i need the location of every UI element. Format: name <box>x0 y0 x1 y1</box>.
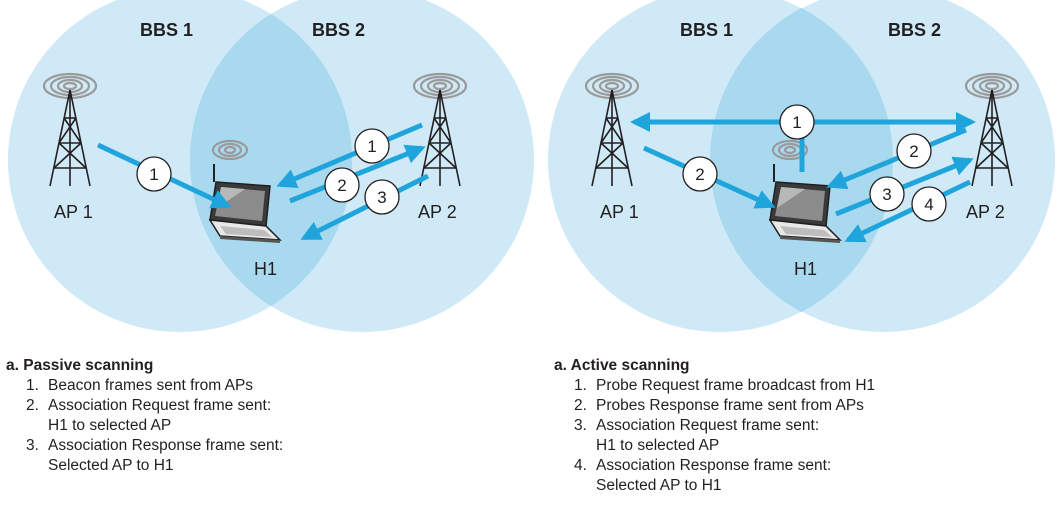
list-item: 4.Association Response frame sent:Select… <box>574 457 832 494</box>
active-scanning-diagram: BBS 1 BBS 2 AP 1 AP 2 H1 1 2 2 3 <box>548 0 1055 332</box>
svg-text:3: 3 <box>377 188 386 207</box>
step-badge: 3 <box>869 176 905 212</box>
step-badge: 1 <box>354 128 390 164</box>
passive-steps-list: 1.Beacon frames sent from APs 2.Associat… <box>6 376 283 476</box>
list-item: 2.Probes Response frame sent from APs <box>574 397 864 414</box>
active-caption: a. Active scanning 1.Probe Request frame… <box>554 356 875 496</box>
svg-text:2: 2 <box>909 142 918 161</box>
step-badge: 3 <box>364 179 400 215</box>
step-badge: 4 <box>911 186 947 222</box>
ap1-label: AP 1 <box>600 202 639 222</box>
active-steps-list: 1.Probe Request frame broadcast from H1 … <box>554 376 875 496</box>
step-badge: 2 <box>682 156 718 192</box>
passive-scanning-diagram: BBS 1 BBS 2 AP 1 AP 2 H1 1 1 2 3 <box>8 0 534 332</box>
list-item: 3.Association Request frame sent:H1 to s… <box>574 417 820 454</box>
h1-label: H1 <box>794 259 817 279</box>
ap2-label: AP 2 <box>418 202 457 222</box>
active-caption-title: a. Active scanning <box>554 357 690 374</box>
bss1-label: BBS 1 <box>140 20 193 40</box>
svg-text:2: 2 <box>337 176 346 195</box>
ap2-label: AP 2 <box>966 202 1005 222</box>
passive-caption-title: a. Passive scanning <box>6 357 154 374</box>
step-badge: 1 <box>779 104 815 140</box>
svg-text:4: 4 <box>924 195 933 214</box>
passive-caption: a. Passive scanning 1.Beacon frames sent… <box>6 356 283 476</box>
step-badge: 2 <box>324 167 360 203</box>
svg-text:2: 2 <box>695 165 704 184</box>
bss2-label: BBS 2 <box>888 20 941 40</box>
svg-text:1: 1 <box>367 137 376 156</box>
svg-text:1: 1 <box>792 113 801 132</box>
list-item: 2.Association Request frame sent:H1 to s… <box>26 397 272 434</box>
assoc-response-arrow <box>844 179 972 243</box>
bss1-label: BBS 1 <box>680 20 733 40</box>
beacon-arrow-ap2 <box>276 122 423 188</box>
bss2-label: BBS 2 <box>312 20 365 40</box>
list-item: 1.Beacon frames sent from APs <box>26 377 254 394</box>
svg-text:3: 3 <box>882 185 891 204</box>
h1-label: H1 <box>254 259 277 279</box>
ap1-label: AP 1 <box>54 202 93 222</box>
list-item: 3.Association Response frame sent:Select… <box>26 437 284 474</box>
list-item: 1.Probe Request frame broadcast from H1 <box>574 377 876 394</box>
svg-text:1: 1 <box>149 165 158 184</box>
step-badge: 2 <box>896 133 932 169</box>
assoc-response-arrow <box>300 173 430 241</box>
step-badge: 1 <box>136 156 172 192</box>
